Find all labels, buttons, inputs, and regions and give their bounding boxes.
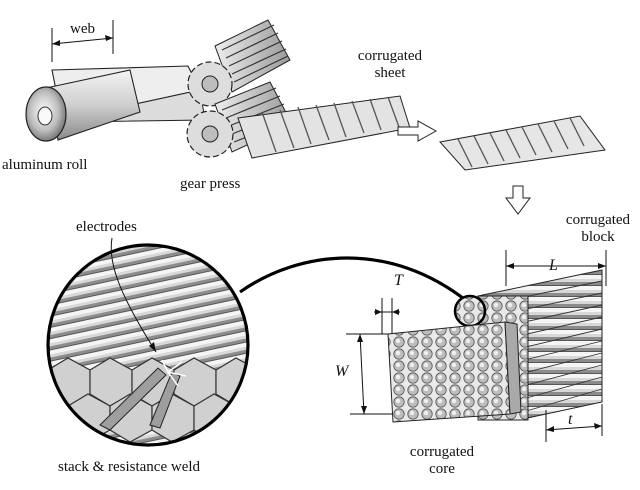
electrodes-pointer [110, 237, 157, 353]
magnifier-target-circle [453, 294, 487, 328]
corrugated-core-label-line2: core [429, 461, 455, 477]
web-dimension [51, 20, 114, 62]
dimension-t [545, 404, 603, 442]
process-arrow-down [505, 185, 531, 215]
corrugated-sheet-label-line2: sheet [374, 65, 406, 81]
stack-weld-label: stack & resistance weld [58, 459, 201, 475]
aluminum-roll-label: aluminum roll [2, 157, 88, 173]
dimension-T [374, 298, 400, 334]
dimension-T-label: T [394, 272, 403, 289]
dimension-t-label: t [568, 411, 573, 428]
electrodes-label: electrodes [76, 219, 137, 235]
gear-press-label: gear press [180, 176, 241, 192]
corrugated-core-label: corrugated core [392, 444, 492, 478]
dimension-L [505, 250, 607, 286]
dimension-W-label: W [335, 363, 349, 380]
corrugated-core [387, 321, 522, 423]
corrugated-sheet [439, 115, 606, 171]
web-label: web [70, 21, 95, 37]
dimension-L-label: L [549, 257, 558, 274]
electrodes-arrowhead [149, 342, 156, 352]
corrugated-block-label: corrugated block [556, 212, 640, 246]
dimension-W [346, 333, 392, 415]
corrugated-sheet-label-line1: corrugated [357, 48, 423, 64]
corrugated-block-label-line2: block [581, 229, 615, 245]
corrugated-sheet-label: corrugated sheet [340, 48, 440, 82]
magnifier-connector [239, 256, 469, 304]
process-arrow-right [397, 120, 438, 142]
corrugated-block-label-line1: corrugated [565, 212, 631, 228]
corrugated-sheet-output [237, 95, 411, 159]
magnified-weld-view [46, 243, 250, 447]
aluminum-roll [25, 69, 141, 142]
corrugated-core-label-line1: corrugated [409, 444, 475, 460]
